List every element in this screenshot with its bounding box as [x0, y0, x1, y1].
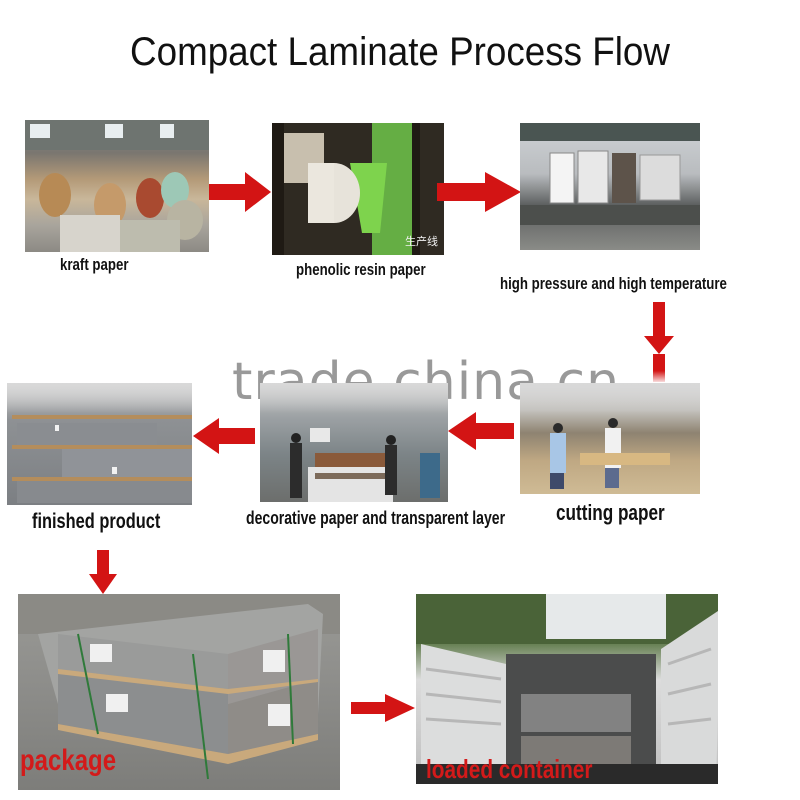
arrow-down-icon — [644, 302, 674, 382]
page-title: Compact Laminate Process Flow — [130, 30, 670, 74]
loaded-container-photo: loaded container — [416, 594, 718, 784]
arrow-left-icon — [448, 412, 514, 450]
decorative-paper-machine-photo — [260, 383, 448, 502]
arrow-right-icon — [351, 694, 415, 722]
step-label-finished-product: finished product — [32, 510, 161, 533]
kraft-paper-photo — [25, 120, 209, 252]
arrow-right-icon — [209, 172, 271, 212]
photo-caption: 生产线 — [405, 235, 438, 248]
high-pressure-press-photo — [520, 123, 700, 250]
arrow-left-icon — [193, 418, 255, 454]
step-label-phenolic-resin-paper: phenolic resin paper — [296, 260, 426, 279]
package-photo: package — [18, 594, 340, 790]
step-label-package: package — [20, 744, 117, 777]
step-label-loaded-container: loaded container — [426, 754, 593, 784]
arrow-right-icon — [437, 172, 521, 212]
finished-product-photo — [7, 383, 192, 505]
step-label-kraft-paper: kraft paper — [60, 255, 129, 274]
step-label-cutting-paper: cutting paper — [556, 500, 665, 525]
step-label-high-pressure: high pressure and high temperature — [500, 274, 727, 293]
phenolic-resin-paper-photo: 生产线 — [272, 123, 444, 255]
arrow-down-icon — [89, 550, 117, 594]
step-label-decorative-paper: decorative paper and transparent layer — [246, 508, 506, 528]
cutting-paper-photo — [520, 383, 700, 494]
